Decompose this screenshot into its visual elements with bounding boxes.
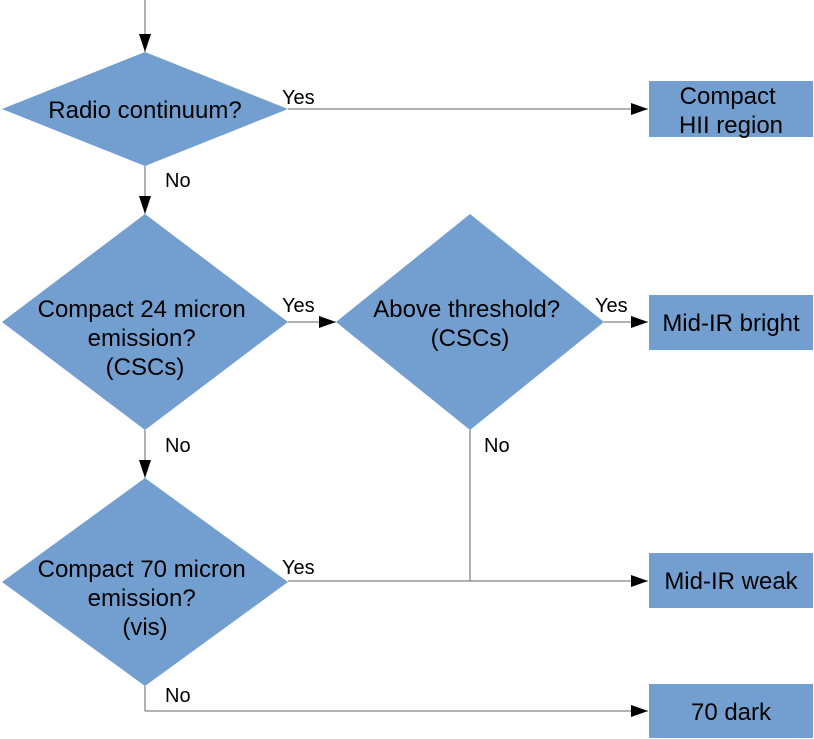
decision-compact24-shape: [2, 214, 288, 430]
outcome-bright-box: [649, 295, 813, 350]
outcome-weak-box: [649, 553, 813, 608]
outcome-dark-label: 70 dark: [691, 699, 772, 726]
connectors: [144, 0, 648, 712]
outcome-bright-label: Mid-IR bright: [662, 310, 800, 337]
threshold-yes-arrowhead: [631, 316, 648, 328]
radio-no-label: No: [165, 170, 191, 192]
decision-radio: Radio continuum?: [2, 52, 288, 166]
decision-compact70-shape: [2, 478, 288, 686]
edge-labels: Yes No Yes Yes No No Yes No: [165, 87, 628, 707]
radio-no-arrowhead: [139, 196, 151, 214]
compact24-yes-label: Yes: [282, 295, 315, 317]
outcome-bright: Mid-IR bright: [649, 295, 813, 350]
compact24-yes-arrowhead: [319, 316, 336, 328]
compact24-no-label: No: [165, 435, 191, 457]
threshold-yes-label: Yes: [595, 295, 628, 317]
outcome-dark: 70 dark: [649, 684, 813, 738]
compact70-yes-label: Yes: [282, 557, 315, 579]
radio-yes-arrowhead: [631, 103, 648, 115]
decision-threshold-shape: [336, 214, 604, 430]
decision-compact24: Compact 24 micron emission? (CSCs): [2, 214, 288, 430]
compact70-no-label: No: [165, 685, 191, 707]
threshold-no-label: No: [484, 435, 510, 457]
outcome-weak-label: Mid-IR weak: [664, 568, 798, 595]
entry-arrowhead: [139, 34, 151, 52]
decision-compact70-label: Compact 70 micron emission? (vis): [38, 556, 253, 641]
outcome-hii-box: [649, 81, 813, 137]
decision-threshold-label: Above threshold? (CSCs): [373, 296, 566, 352]
decision-radio-shape: [2, 52, 288, 166]
decision-radio-label: Radio continuum?: [48, 97, 241, 124]
decision-compact24-label: Compact 24 micron emission? (CSCs): [38, 296, 253, 381]
radio-yes-label: Yes: [282, 87, 315, 109]
outcome-hii-label: Compact HII region: [679, 83, 783, 139]
compact24-no-arrowhead: [139, 460, 151, 478]
dark-arrowhead: [631, 705, 648, 717]
outcome-dark-box: [649, 684, 813, 738]
weak-arrowhead: [631, 575, 648, 587]
decision-compact70: Compact 70 micron emission? (vis): [2, 478, 288, 686]
arrowheads: [139, 34, 648, 717]
outcome-hii: Compact HII region: [649, 81, 813, 139]
decision-threshold: Above threshold? (CSCs): [336, 214, 604, 430]
outcome-weak: Mid-IR weak: [649, 553, 813, 608]
compact70-no-connector: [144, 686, 648, 712]
